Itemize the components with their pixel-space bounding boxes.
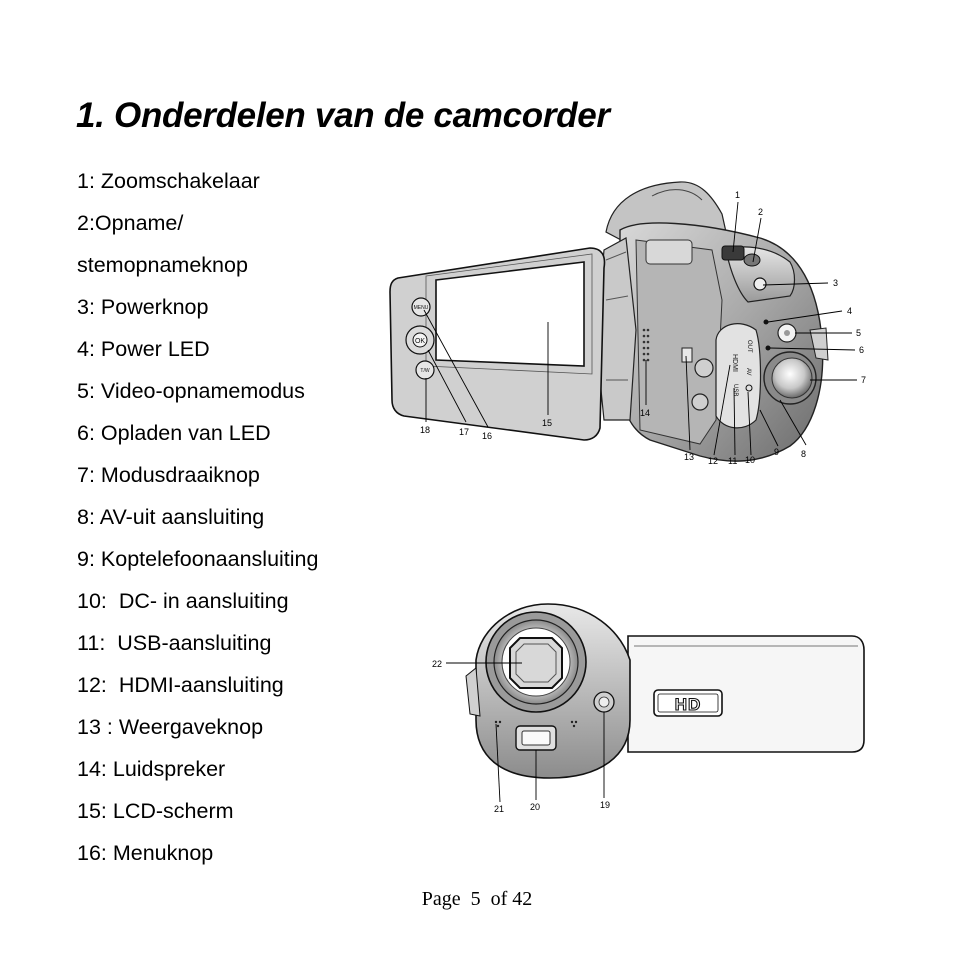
list-item: 9: Koptelefoonaansluiting	[77, 547, 319, 571]
svg-text:22: 22	[432, 659, 442, 669]
list-item: 12: HDMI-aansluiting	[77, 673, 284, 697]
power-led	[763, 319, 769, 325]
speaker-grille	[642, 328, 650, 362]
leader-lines	[446, 662, 605, 803]
page-footer: Page 5 of 42	[421, 888, 533, 910]
svg-text:6: 6	[859, 345, 864, 355]
out-mark: OUT	[746, 340, 752, 353]
list-item: 16: Menuknop	[77, 841, 214, 865]
svg-text:12: 12	[708, 456, 718, 466]
camcorder-front-figure: HD 19 20 21 22	[420, 590, 870, 820]
svg-text:21: 21	[494, 804, 504, 814]
svg-text:10: 10	[745, 455, 755, 465]
charge-led	[765, 345, 771, 351]
svg-text:19: 19	[600, 800, 610, 810]
menu-button	[411, 297, 431, 317]
camcorder-open-figure: HDMI AV OUT USB MENU OK T/W	[380, 180, 880, 470]
list-item: 5: Video-opnamemodus	[77, 379, 305, 403]
hd-badge	[653, 689, 723, 717]
usb-mark: USB	[732, 384, 738, 396]
svg-text:MENU: MENU	[414, 305, 429, 311]
callout-numbers: 19 20 21 22	[432, 659, 610, 814]
list-item: 8: AV-uit aansluiting	[77, 505, 265, 529]
svg-text:15: 15	[542, 418, 552, 428]
svg-text:7: 7	[861, 375, 866, 385]
list-item: 7: Modusdraaiknop	[77, 463, 260, 487]
svg-text:4: 4	[847, 306, 852, 316]
list-item: 14: Luidspreker	[77, 757, 226, 781]
lens	[509, 637, 563, 689]
svg-text:16: 16	[482, 431, 492, 441]
list-item: 3: Powerknop	[77, 295, 209, 319]
lcd-screen	[435, 261, 585, 367]
svg-text:T/W: T/W	[420, 368, 429, 374]
svg-text:13: 13	[684, 452, 694, 462]
svg-text:2: 2	[758, 207, 763, 217]
list-item: 11: USB-aansluiting	[77, 631, 272, 655]
list-item: 6: Opladen van LED	[77, 421, 271, 445]
list-item: 4: Power LED	[77, 337, 210, 361]
hdmi-mark: HDMI	[731, 354, 738, 372]
list-item: stemopnameknop	[77, 253, 248, 277]
callout-numbers: 1 2 3 4 5 6 7 8 9 10 11 12 13 14 15 16 1…	[420, 190, 866, 466]
list-item: 13 : Weergaveknop	[77, 715, 264, 739]
svg-text:17: 17	[459, 427, 469, 437]
svg-text:1: 1	[735, 190, 740, 200]
power-button	[753, 277, 767, 291]
list-item: 15: LCD-scherm	[77, 799, 234, 823]
svg-text:20: 20	[530, 802, 540, 812]
svg-text:HD: HD	[675, 695, 702, 714]
svg-text:8: 8	[801, 449, 806, 459]
svg-text:OK: OK	[415, 338, 425, 345]
svg-text:18: 18	[420, 425, 430, 435]
zoom-lever	[721, 245, 745, 261]
svg-text:5: 5	[856, 328, 861, 338]
leader-lines	[423, 201, 857, 456]
mode-dial	[771, 357, 813, 399]
svg-text:11: 11	[728, 456, 737, 466]
av-mark: AV	[745, 368, 751, 376]
microphone	[494, 720, 578, 728]
svg-text:3: 3	[833, 278, 838, 288]
mode-button	[415, 360, 435, 380]
page-title: 1. Onderdelen van de camcorder	[76, 96, 610, 135]
list-item: 2:Opname/	[77, 211, 184, 235]
parts-list: 1: Zoomschakelaar 2:Opname/ stemopnamekn…	[77, 166, 318, 880]
svg-text:14: 14	[640, 408, 650, 418]
svg-text:9: 9	[774, 447, 779, 457]
list-item: 1: Zoomschakelaar	[77, 169, 260, 193]
list-item: 10: DC- in aansluiting	[77, 589, 289, 613]
